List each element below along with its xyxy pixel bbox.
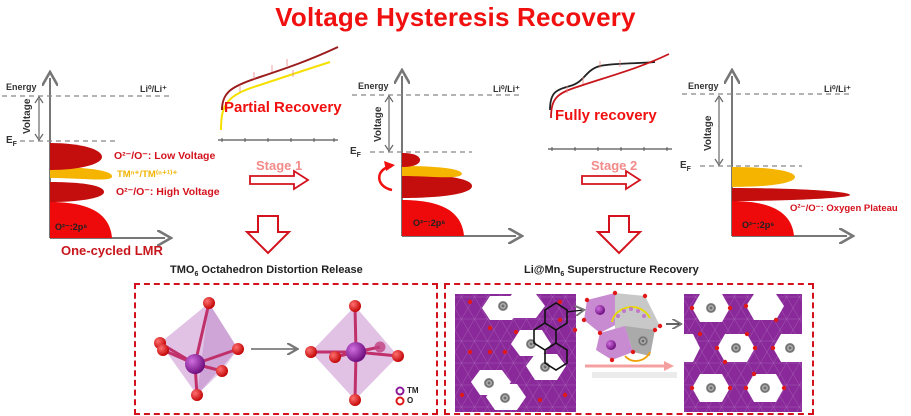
fermi-label: EF bbox=[680, 160, 691, 173]
down-arrow-right bbox=[595, 215, 643, 255]
fermi-label: EF bbox=[6, 135, 17, 148]
energy-label: Energy bbox=[358, 81, 389, 91]
high-voltage-band bbox=[50, 182, 104, 202]
stage1-label: Stage 1 bbox=[256, 158, 303, 173]
curve-pristine bbox=[221, 46, 339, 111]
tm-band bbox=[402, 166, 462, 178]
voltage-label: Voltage bbox=[22, 98, 33, 134]
base-band-label: O²⁻:2p⁶ bbox=[55, 222, 88, 232]
fully-recovery-label: Fully recovery bbox=[555, 107, 657, 124]
octahedron-distorted bbox=[154, 297, 244, 401]
octahedron-box bbox=[134, 283, 438, 415]
voltage-label: Voltage bbox=[703, 115, 714, 151]
low-voltage-band bbox=[402, 153, 420, 167]
octahedron-heading: TMO6 Octahedron Distortion Release bbox=[170, 264, 363, 279]
band-label-oxygen-plateau: O²⁻/O⁻: Oxygen Plateau bbox=[790, 203, 898, 214]
figure-title: Voltage Hysteresis Recovery bbox=[275, 2, 636, 32]
voltage-label: Voltage bbox=[373, 106, 384, 142]
band-shift-arrow bbox=[378, 164, 393, 192]
oxygen-plateau-band bbox=[732, 188, 850, 201]
o2p6-band bbox=[402, 200, 464, 236]
li-level-label: Li⁰/Li⁺ bbox=[140, 84, 167, 94]
tm-atom bbox=[185, 354, 205, 374]
stage1-arrow bbox=[249, 169, 310, 191]
base-band-label: O²⁻:2p⁶ bbox=[742, 220, 775, 230]
legend-tm-label: TM bbox=[407, 386, 419, 395]
curve-after-stage2 bbox=[549, 61, 656, 111]
panel-stage1 bbox=[352, 76, 522, 236]
stage2-curves bbox=[548, 53, 672, 151]
panel-stage2 bbox=[682, 76, 852, 236]
li-level-label: Li⁰/Li⁺ bbox=[493, 84, 520, 94]
superstructure-box bbox=[444, 283, 814, 415]
band-label-low-voltage: O²⁻/O⁻: Low Voltage bbox=[114, 150, 216, 162]
zoom-arrow bbox=[566, 310, 583, 312]
low-voltage-band bbox=[50, 143, 102, 170]
legend-tm-dot bbox=[395, 386, 405, 396]
o2p6-band bbox=[50, 202, 112, 238]
panel-caption: One-cycled LMR bbox=[61, 243, 163, 258]
tm-atom bbox=[346, 342, 366, 362]
base-band-label: O²⁻:2p⁶ bbox=[413, 218, 446, 228]
energy-label: Energy bbox=[688, 81, 719, 91]
band-label-high-voltage: O²⁻/O⁻: High Voltage bbox=[116, 186, 220, 198]
o2p6-band bbox=[732, 201, 794, 236]
stage2-arrow bbox=[581, 169, 642, 191]
energy-label: Energy bbox=[6, 82, 37, 92]
legend-o-dot bbox=[395, 396, 405, 406]
fermi-label: EF bbox=[350, 146, 361, 159]
high-voltage-band bbox=[402, 174, 472, 198]
stage2-label: Stage 2 bbox=[591, 158, 638, 173]
octahedron-regular bbox=[305, 300, 404, 406]
superstructure-heading: Li@Mn6 Superstructure Recovery bbox=[524, 264, 699, 279]
lattice-ordered bbox=[684, 294, 802, 412]
down-arrow-left bbox=[244, 215, 292, 255]
migration-cluster bbox=[581, 290, 663, 363]
band-label-tm: TMⁿ⁺/TM⁽ⁿ⁺¹⁾⁺ bbox=[117, 169, 178, 180]
li-level-label: Li⁰/Li⁺ bbox=[824, 84, 851, 94]
tm-band bbox=[50, 167, 113, 180]
stage1-curves bbox=[218, 46, 339, 142]
tm-band bbox=[732, 167, 795, 187]
lattice-disordered bbox=[455, 294, 578, 412]
curve-after-stage1 bbox=[220, 61, 331, 131]
panel-one-cycled bbox=[2, 78, 172, 238]
partial-recovery-label: Partial Recovery bbox=[224, 99, 342, 116]
hexagon-chain-outline bbox=[533, 302, 568, 371]
curve-pristine bbox=[550, 53, 670, 119]
legend-o-label: O bbox=[407, 396, 414, 405]
